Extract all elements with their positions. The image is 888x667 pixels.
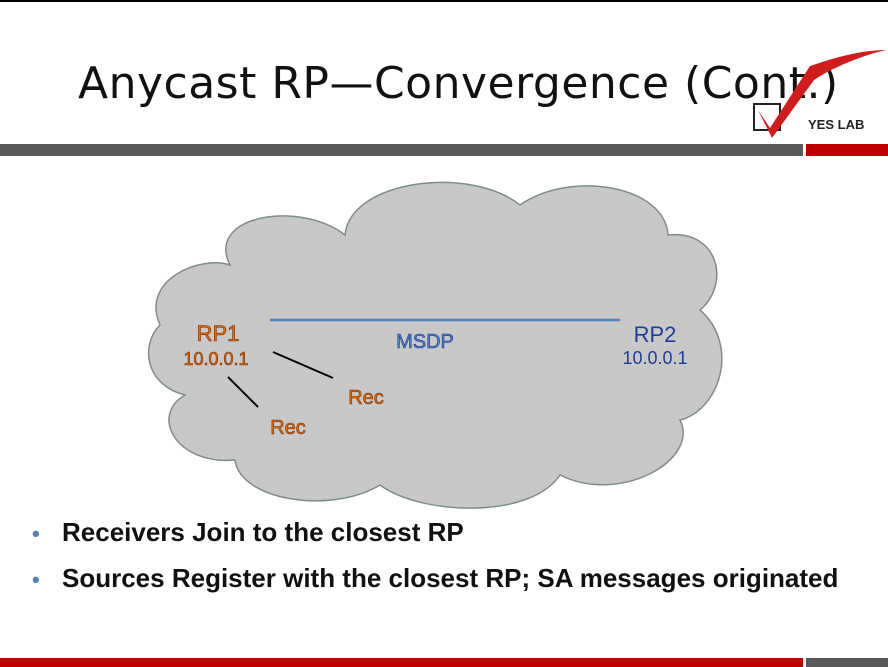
- msdp-label: MSDP: [396, 331, 454, 353]
- footer-bar-grey: [806, 658, 888, 667]
- rp1-name: RP1: [197, 321, 240, 346]
- bullet-item: • Sources Register with the closest RP; …: [30, 562, 860, 594]
- logo-text: YES LAB: [808, 117, 865, 132]
- receiver-label: Rec: [270, 417, 306, 439]
- bullet-dot-icon: •: [32, 567, 40, 592]
- network-diagram: MSDP RP1 10.0.0.1 RP2 10.0.0.1 Rec Rec: [147, 181, 723, 509]
- rp2-name: RP2: [634, 322, 677, 347]
- footer-bar-red: [0, 658, 803, 667]
- header-bar-grey: [0, 144, 803, 156]
- receiver-label: Rec: [348, 387, 384, 409]
- top-border: [0, 0, 888, 2]
- bullet-dot-icon: •: [32, 521, 40, 546]
- yes-lab-logo: [753, 50, 886, 138]
- rp1-address: 10.0.0.1: [183, 349, 248, 369]
- slide-title: Anycast RP—Convergence (Cont.): [78, 58, 839, 109]
- bullet-text: Sources Register with the closest RP; SA…: [62, 563, 839, 593]
- network-cloud: [147, 181, 723, 509]
- bullet-list: • Receivers Join to the closest RP • Sou…: [30, 516, 860, 608]
- checkmark-icon: [758, 50, 886, 138]
- rec-link-1: [272, 351, 334, 379]
- bullet-text: Receivers Join to the closest RP: [62, 517, 464, 547]
- rp2-address: 10.0.0.1: [622, 348, 687, 368]
- bullet-item: • Receivers Join to the closest RP: [30, 516, 860, 548]
- rec-link-2: [227, 376, 259, 408]
- header-bar-red: [806, 144, 888, 156]
